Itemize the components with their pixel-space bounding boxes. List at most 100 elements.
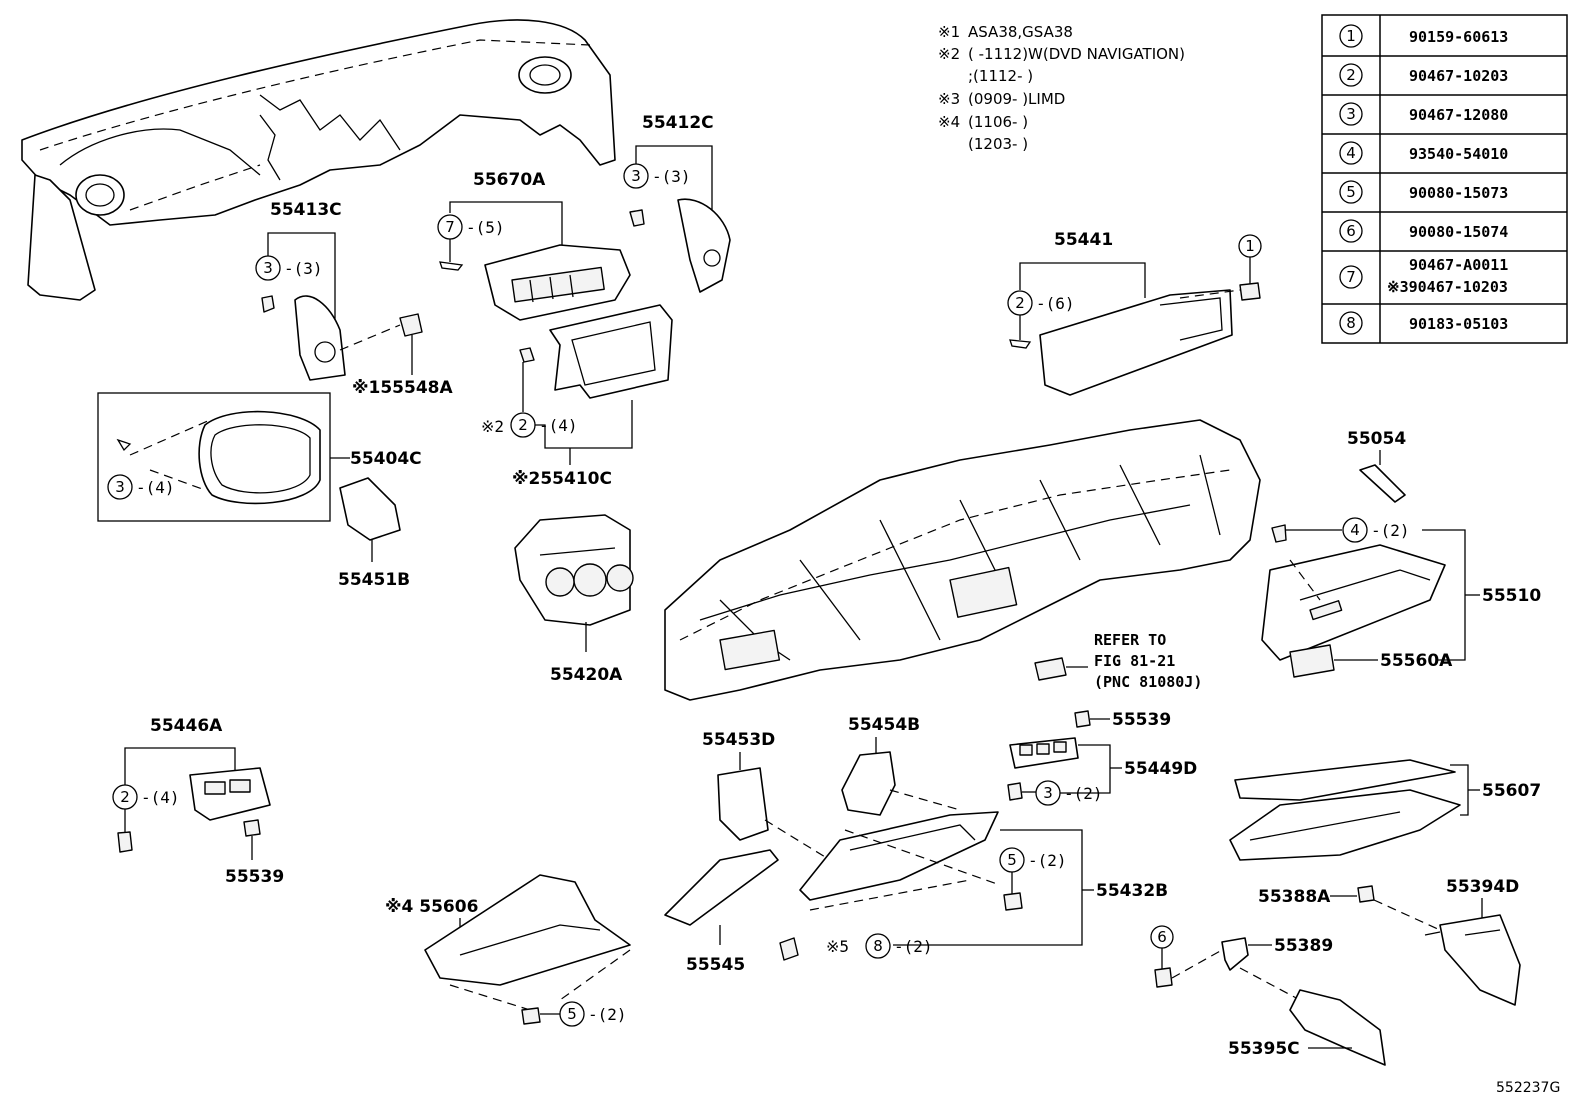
part-55607: [1229, 789, 1461, 861]
part-55510: [1261, 544, 1446, 661]
label-55545: 55545: [686, 955, 745, 975]
table-number-2: 90467-10203: [1409, 67, 1508, 85]
notes-block: ※1 ASA38,GSA38 ※2 ( -1112)W(DVD NAVIGATI…: [938, 23, 1185, 153]
label-55446A: 55446A: [150, 716, 223, 736]
label-55389: 55389: [1274, 936, 1333, 956]
table-ref-7: 7: [1346, 268, 1356, 286]
part-55451B: [339, 477, 401, 541]
callout-qty: -(2): [1371, 521, 1410, 540]
note-2-text: ( -1112)W(DVD NAVIGATION): [968, 45, 1185, 63]
label-55453D: 55453D: [702, 730, 775, 750]
part-55539: [1074, 710, 1091, 728]
callout-circle: [623, 163, 649, 189]
table-ref-6: 6: [1346, 222, 1356, 240]
part-55446A-group: 55446A 2 -(4) 55539: [112, 716, 284, 887]
part-55404C: [198, 410, 321, 505]
callout-circle: [510, 412, 536, 438]
refer-block: REFER TO FIG 81-21 (PNC 81080J): [1034, 631, 1202, 691]
refer-line-3: (PNC 81080J): [1094, 673, 1202, 691]
callout-qty: -(4): [136, 478, 175, 497]
note-1-mark: ※1: [938, 23, 960, 41]
callout-circle: [865, 933, 891, 959]
table-ref-4: 4: [1346, 144, 1356, 162]
callout-mark: ※2: [481, 417, 504, 436]
callout-number: 6: [1157, 928, 1167, 946]
label-55412C: 55412C: [642, 113, 714, 133]
callout-circle: [559, 1001, 585, 1027]
part-55607-group: 55607: [1229, 759, 1541, 861]
table-number-7b: ※390467-10203: [1387, 278, 1508, 296]
part-55413C: [294, 295, 346, 381]
refer-line-2: FIG 81-21: [1094, 652, 1175, 670]
part-55404C-group: 3 -(4) 55404C: [97, 392, 422, 522]
label-55670A: 55670A: [473, 170, 546, 190]
table-ref-1: 1: [1346, 27, 1356, 45]
table-ref-3: 3: [1346, 105, 1356, 123]
part-55054: [1359, 464, 1406, 503]
callout-number: 3: [115, 478, 125, 496]
label-55394D: 55394D: [1446, 877, 1519, 897]
screw-icon: [1003, 892, 1023, 911]
part-55454B: [841, 751, 896, 816]
clip-icon: [117, 831, 133, 853]
screw-icon: [1154, 967, 1173, 988]
callout-number: 2: [518, 416, 528, 434]
label-55454B: 55454B: [848, 715, 920, 735]
callout-circle: [1035, 780, 1061, 806]
label-55441: 55441: [1054, 230, 1113, 250]
label-55420A: 55420A: [550, 665, 623, 685]
callout-qty: -(2): [1064, 784, 1103, 803]
part-55410C: [549, 304, 673, 399]
part-55548A: [399, 313, 423, 337]
callout-qty: -(2): [1028, 851, 1067, 870]
part-55451B-group: 55451B: [338, 477, 410, 590]
callout-number: 3: [631, 167, 641, 185]
callout-mark: ※5: [826, 937, 849, 956]
label-55607: 55607: [1482, 781, 1541, 801]
callout-number: 3: [263, 259, 273, 277]
part-55432B: [799, 811, 999, 901]
callout-number: 2: [1015, 294, 1025, 312]
table-number-7a: 90467-A0011: [1409, 256, 1508, 274]
label-55410C: ※255410C: [512, 469, 612, 489]
refer-line-1: REFER TO: [1094, 631, 1166, 649]
note-1-text: ASA38,GSA38: [968, 23, 1073, 41]
callout-qty: -(3): [652, 167, 691, 186]
table-number-5: 90080-15073: [1409, 184, 1508, 202]
label-55548A: ※155548A: [352, 378, 453, 398]
instrument-panel-frame: [664, 419, 1261, 701]
table-ref-8: 8: [1346, 314, 1356, 332]
table-ref-5: 5: [1346, 183, 1356, 201]
part-55545: [664, 849, 779, 926]
callout-number: 7: [445, 218, 455, 236]
callout-number: 3: [1043, 784, 1053, 802]
clip-icon: [779, 937, 799, 961]
label-55432B: 55432B: [1096, 881, 1168, 901]
note-2-mark: ※2: [938, 45, 960, 63]
note-6-text: (1203- ): [968, 135, 1028, 153]
table-number-4: 93540-54010: [1409, 145, 1508, 163]
label-55388A: 55388A: [1258, 887, 1331, 907]
connector-icon: [1034, 657, 1067, 681]
note-5-text: (1106- ): [968, 113, 1028, 131]
part-55420A: [514, 514, 631, 626]
callout-number: 5: [1007, 851, 1017, 869]
part-55441: [1039, 289, 1233, 396]
parts-table: 1 90159-60613 2 90467-10203 3 90467-1208…: [1321, 14, 1568, 344]
note-4-mark: ※3: [938, 90, 960, 108]
label-55606: ※4 55606: [385, 897, 478, 917]
table-ref-2: 2: [1346, 66, 1356, 84]
dashboard-upper-panel: [21, 19, 616, 301]
figure-code: 552237G: [1496, 1080, 1560, 1096]
callout-number: 4: [1350, 521, 1360, 539]
part-55510-group: 4 -(2) 55510 55560A: [1261, 517, 1541, 678]
part-55388A: [1357, 885, 1375, 903]
part-55410C-group: ※2 2 -(4) ※255410C: [481, 304, 673, 489]
label-55054: 55054: [1347, 429, 1406, 449]
part-55449D-group: 55539 55449D 3 -(2): [1007, 710, 1197, 806]
part-55670A-group: 55670A 7 -(5): [437, 170, 631, 321]
part-55453D: [717, 767, 769, 841]
callout-circle: [1342, 517, 1368, 543]
part-55539: [243, 819, 261, 837]
